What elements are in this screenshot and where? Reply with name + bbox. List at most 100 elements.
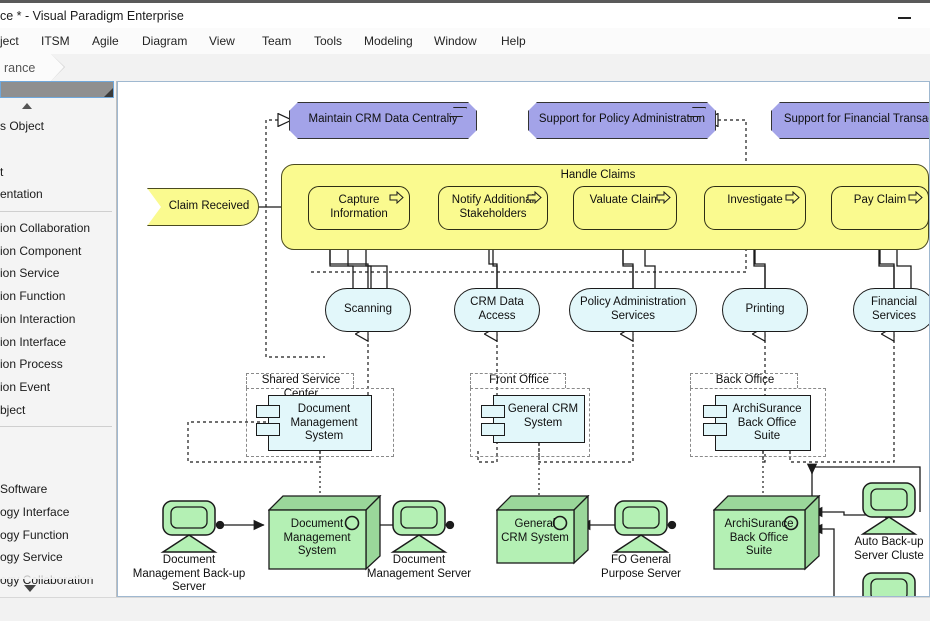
motivation-element[interactable]: [528, 102, 716, 139]
application-service-label: Policy Administration Services: [579, 296, 687, 322]
palette-fade: [0, 569, 116, 579]
menu-item-diagram[interactable]: Diagram: [142, 34, 188, 48]
realization-motivation-crm: [265, 120, 325, 358]
palette-item[interactable]: ogy Interface: [0, 504, 70, 519]
palette-header[interactable]: [0, 81, 114, 98]
breadcrumb-bar: rance: [0, 54, 930, 82]
status-bar: [0, 597, 930, 621]
business-process[interactable]: [573, 186, 677, 230]
application-component-label: Document Management System: [290, 403, 358, 442]
technology-node[interactable]: [496, 495, 590, 565]
scroll-up-icon[interactable]: [22, 103, 32, 109]
application-component[interactable]: [268, 395, 372, 451]
technology-device[interactable]: [858, 572, 920, 596]
palette-item[interactable]: ogy Service: [0, 550, 63, 565]
menu-item-agile[interactable]: Agile: [92, 34, 119, 48]
group-tab: [690, 373, 798, 388]
breadcrumb-archisurance[interactable]: rance: [0, 54, 66, 81]
technology-device-label: Auto Back-up Server Cluste: [854, 536, 924, 562]
menu-item-itsm[interactable]: ITSM: [41, 34, 70, 48]
title-bar: ce * - Visual Paradigm Enterprise: [0, 0, 930, 28]
palette-spacer: [0, 455, 116, 478]
menu-item-tools[interactable]: Tools: [314, 34, 343, 48]
association-generalcluster: [811, 523, 925, 596]
palette-item[interactable]: ogy Function: [0, 527, 69, 542]
application-service[interactable]: [454, 288, 540, 332]
menu-item-ject[interactable]: ject: [0, 34, 19, 48]
process-arrow-icon: [656, 191, 671, 204]
process-arrow-icon: [389, 191, 404, 204]
palette-item[interactable]: ion Component: [0, 243, 82, 258]
menu-item-view[interactable]: View: [209, 34, 235, 48]
window-title: ce * - Visual Paradigm Enterprise: [0, 9, 184, 23]
technology-node[interactable]: [268, 495, 382, 571]
palette-separator: [0, 211, 112, 213]
component-port-icon: [481, 423, 505, 436]
group-label: Back Office: [715, 374, 775, 386]
menu-item-modeling[interactable]: Modeling: [364, 34, 413, 48]
business-process[interactable]: [831, 186, 929, 230]
motivation-label: Maintain CRM Data Centrally: [308, 113, 458, 125]
application-service[interactable]: [325, 288, 411, 332]
technology-node-label: General CRM System: [501, 518, 569, 544]
application-service[interactable]: [569, 288, 697, 332]
palette-item[interactable]: s Object: [0, 119, 45, 133]
palette-spacer: [0, 432, 116, 455]
component-port-icon: [256, 405, 280, 418]
palette-item[interactable]: entation: [0, 187, 43, 202]
component-port-icon: [256, 423, 280, 436]
realization-financial: [789, 334, 895, 463]
palette-item[interactable]: ion Function: [0, 289, 66, 304]
scroll-down-icon[interactable]: [24, 585, 36, 592]
palette-item[interactable]: ion Interface: [0, 334, 67, 349]
motivation-label: Support for Policy Administration: [538, 113, 706, 125]
grouping-element[interactable]: [470, 388, 590, 457]
technology-device[interactable]: [158, 500, 220, 554]
menu-item-window[interactable]: Window: [434, 34, 477, 48]
palette-item[interactable]: t: [0, 164, 4, 179]
breadcrumb-label: rance: [4, 60, 36, 75]
business-event[interactable]: [147, 188, 259, 226]
palette-item[interactable]: bject: [0, 402, 26, 417]
business-process[interactable]: [438, 186, 548, 230]
business-event-label: Claim Received: [168, 200, 250, 212]
motivation-label: Support for Financial Transactio: [783, 113, 929, 125]
palette-item[interactable]: ion Collaboration: [0, 221, 91, 236]
application-service[interactable]: [722, 288, 808, 332]
palette-spacer: [0, 138, 116, 161]
technology-node-label: ArchiSurance Back Office Suite: [724, 518, 794, 557]
technology-device[interactable]: [610, 500, 672, 554]
menu-item-team[interactable]: Team: [262, 34, 292, 48]
palette-item[interactable]: ion Event: [0, 379, 51, 394]
business-process[interactable]: [704, 186, 806, 230]
menu-item-help[interactable]: Help: [501, 34, 526, 48]
technology-node[interactable]: [713, 495, 821, 571]
palette-item[interactable]: ion Service: [0, 266, 60, 281]
palette-separator: [0, 426, 112, 428]
resize-corner-icon: [104, 88, 113, 97]
business-process-label: Notify Additional Stakeholders: [451, 194, 535, 220]
grouping-element[interactable]: [246, 388, 394, 457]
motivation-element[interactable]: [289, 102, 477, 139]
application-service[interactable]: [853, 288, 929, 332]
business-process[interactable]: [308, 186, 410, 230]
application-component[interactable]: [493, 395, 585, 443]
palette-item[interactable]: Software: [0, 482, 48, 497]
technology-device[interactable]: [388, 500, 450, 554]
grouping-element[interactable]: [690, 388, 826, 457]
minimize-button[interactable]: [894, 8, 916, 26]
application-component-label: General CRM System: [507, 403, 579, 429]
element-palette: s Object t entation ion Collaboration ion Co…: [0, 81, 117, 597]
palette-item[interactable]: ion Process: [0, 357, 63, 372]
realization-scanning: [187, 334, 369, 463]
realization-crm: [477, 334, 498, 463]
technology-device[interactable]: [858, 482, 920, 536]
application-service-label: Printing: [745, 303, 785, 315]
business-process-label: Capture Information: [330, 194, 388, 220]
process-arrow-icon: [527, 191, 542, 204]
application-component[interactable]: [715, 395, 811, 451]
motivation-element[interactable]: [771, 102, 929, 139]
palette-item[interactable]: ion Interaction: [0, 311, 76, 326]
